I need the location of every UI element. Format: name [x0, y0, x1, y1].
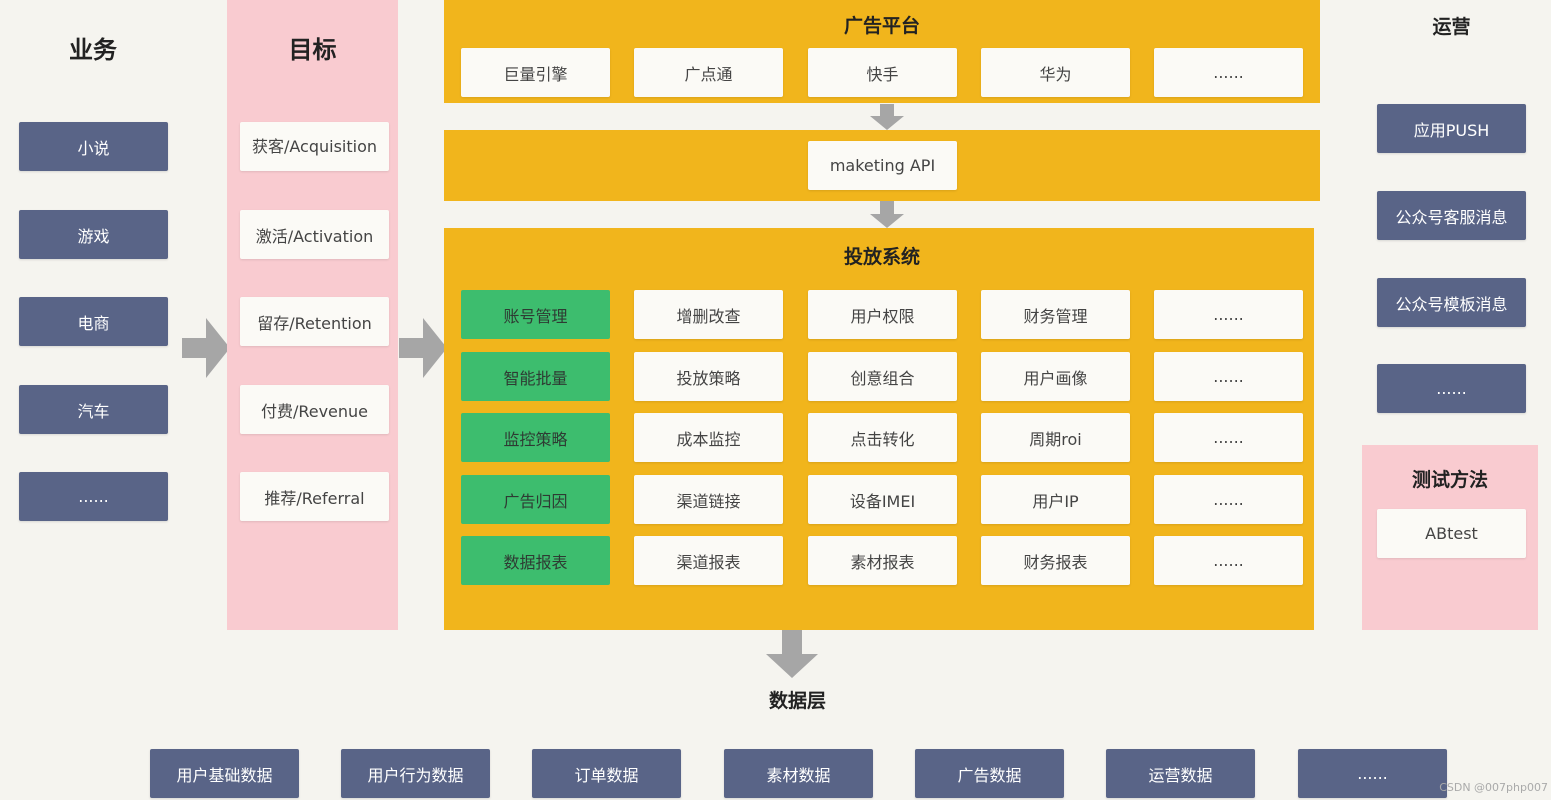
right-arrow-icon — [182, 318, 230, 378]
delivery-cell: 用户画像 — [981, 352, 1130, 401]
goal-item-revenue: 付费/Revenue — [240, 385, 389, 434]
goal-item-retention: 留存/Retention — [240, 297, 389, 346]
ad-platform-item: 华为 — [981, 48, 1130, 97]
data-layer-item: 广告数据 — [915, 749, 1064, 798]
delivery-system-title: 投放系统 — [843, 246, 920, 268]
delivery-cell: 创意组合 — [808, 352, 957, 401]
ad-platform-item: 巨量引擎 — [461, 48, 610, 97]
data-layer-item: 用户基础数据 — [150, 749, 299, 798]
testing-item-abtest: ABtest — [1377, 509, 1526, 558]
delivery-cell: 财务管理 — [981, 290, 1130, 339]
operations-title: 运营 — [1432, 16, 1471, 38]
business-item-game: 游戏 — [19, 210, 168, 259]
delivery-cell: 用户权限 — [808, 290, 957, 339]
delivery-category: 数据报表 — [461, 536, 610, 585]
data-layer-item: 运营数据 — [1106, 749, 1255, 798]
delivery-cell: 成本监控 — [634, 413, 783, 462]
goals-title: 目标 — [288, 36, 337, 64]
delivery-cell: ...... — [1154, 413, 1303, 462]
delivery-cell: 投放策略 — [634, 352, 783, 401]
operations-item-template-msg: 公众号模板消息 — [1377, 278, 1526, 327]
delivery-cell: 设备IMEI — [808, 475, 957, 524]
marketing-api-box: maketing API — [808, 141, 957, 190]
data-layer-item: 用户行为数据 — [341, 749, 490, 798]
delivery-cell: 渠道报表 — [634, 536, 783, 585]
delivery-cell: 增删改查 — [634, 290, 783, 339]
right-arrow-icon — [399, 318, 447, 378]
ad-platform-title: 广告平台 — [843, 15, 920, 37]
goal-item-activation: 激活/Activation — [240, 210, 389, 259]
delivery-cell: ...... — [1154, 290, 1303, 339]
data-layer-item: ...... — [1298, 749, 1447, 798]
data-layer-title: 数据层 — [768, 690, 826, 712]
operations-item-more: ...... — [1377, 364, 1526, 413]
delivery-cell: 周期roi — [981, 413, 1130, 462]
business-item-novel: 小说 — [19, 122, 168, 171]
delivery-cell: ...... — [1154, 475, 1303, 524]
watermark: CSDN @007php007 — [1439, 781, 1548, 794]
operations-item-app-push: 应用PUSH — [1377, 104, 1526, 153]
delivery-cell: 渠道链接 — [634, 475, 783, 524]
delivery-category: 广告归因 — [461, 475, 610, 524]
ad-platform-item: ...... — [1154, 48, 1303, 97]
down-arrow-icon — [870, 104, 904, 130]
business-item-auto: 汽车 — [19, 385, 168, 434]
delivery-cell: ...... — [1154, 536, 1303, 585]
delivery-category: 账号管理 — [461, 290, 610, 339]
delivery-cell: 财务报表 — [981, 536, 1130, 585]
testing-title: 测试方法 — [1411, 469, 1488, 491]
delivery-category: 智能批量 — [461, 352, 610, 401]
delivery-cell: 点击转化 — [808, 413, 957, 462]
ad-platform-item: 广点通 — [634, 48, 783, 97]
business-title: 业务 — [69, 36, 117, 64]
delivery-cell: 素材报表 — [808, 536, 957, 585]
down-arrow-icon — [766, 630, 818, 678]
business-item-ecommerce: 电商 — [19, 297, 168, 346]
operations-item-service-msg: 公众号客服消息 — [1377, 191, 1526, 240]
delivery-cell: 用户IP — [981, 475, 1130, 524]
data-layer-item: 素材数据 — [724, 749, 873, 798]
down-arrow-icon — [870, 201, 904, 228]
ad-platform-item: 快手 — [808, 48, 957, 97]
goal-item-referral: 推荐/Referral — [240, 472, 389, 521]
delivery-category: 监控策略 — [461, 413, 610, 462]
delivery-cell: ...... — [1154, 352, 1303, 401]
goal-item-acquisition: 获客/Acquisition — [240, 122, 389, 171]
business-item-more: ...... — [19, 472, 168, 521]
data-layer-item: 订单数据 — [532, 749, 681, 798]
